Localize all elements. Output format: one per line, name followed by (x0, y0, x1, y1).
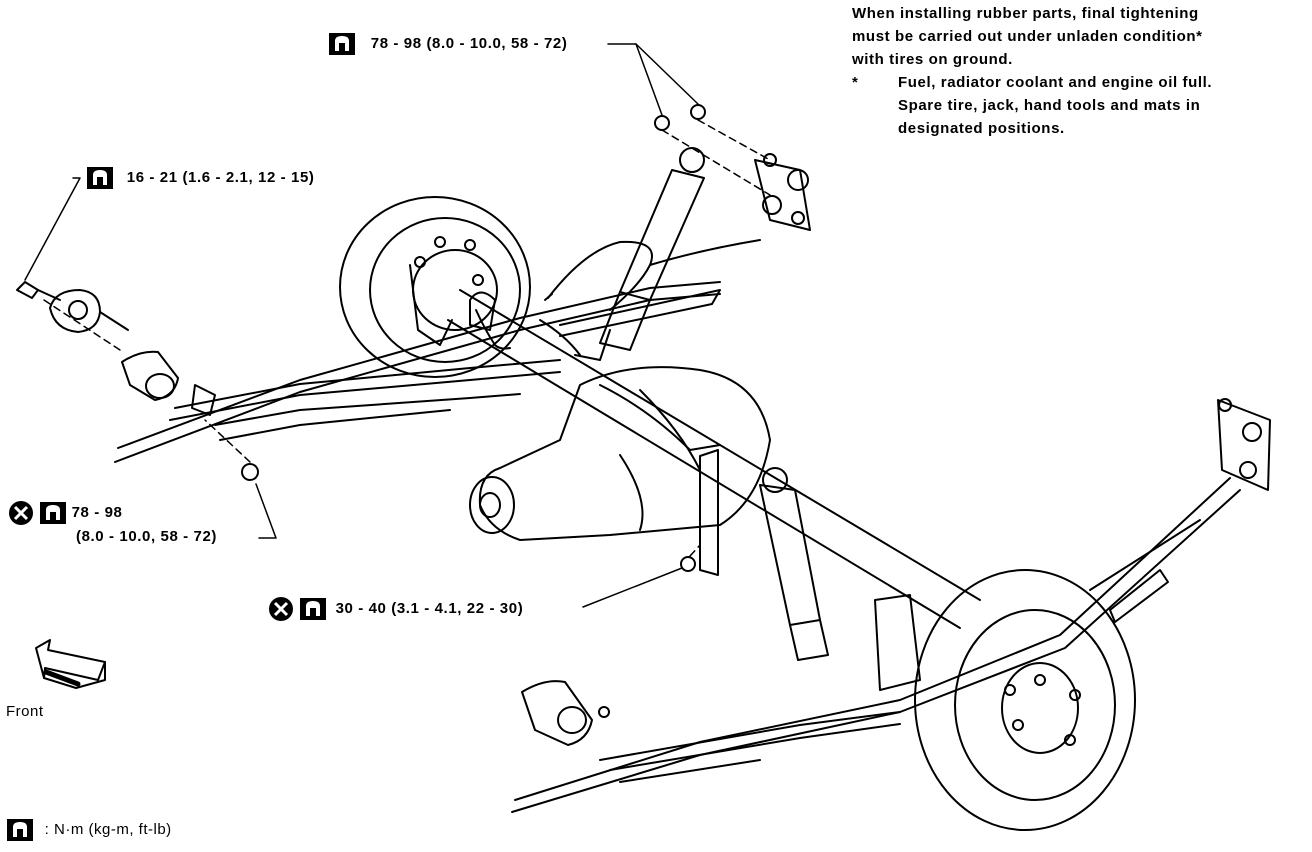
axle-housing (447, 289, 981, 629)
torque-wrench-icon (329, 33, 355, 55)
replace-part-icon (269, 597, 293, 621)
brake-hose (544, 239, 761, 311)
replace-part-icon (9, 501, 33, 525)
left-leaf-spring (114, 281, 721, 463)
right-rear-shackle (1217, 398, 1271, 491)
left-shock-absorber (574, 147, 705, 361)
right-shock-absorber (759, 467, 829, 661)
torque-unit-legend: : N·m (kg-m, ft-lb) (6, 818, 172, 842)
left-front-spring-bracket (16, 281, 129, 333)
left-front-bushing (121, 350, 216, 416)
note-item-3: designated positions. (898, 120, 1065, 137)
torque-callout-front-bracket: 16 - 21 (1.6 - 2.1, 12 - 15) (86, 166, 315, 190)
torque-callout-shock-lower: 30 - 40 (3.1 - 4.1, 22 - 30) (268, 596, 523, 622)
note-item-1: Fuel, radiator coolant and engine oil fu… (898, 74, 1213, 91)
differential-carrier (469, 366, 771, 576)
torque-callout-shackle: 78 - 98 (8.0 - 10.0, 58 - 72) (328, 32, 567, 56)
note-condition-list: * Fuel, radiator coolant and engine oil … (852, 71, 1212, 140)
note-line-2: must be carried out under unladen condit… (852, 28, 1203, 45)
torque-wrench-icon (299, 598, 326, 620)
torque-unit-text: : N·m (kg-m, ft-lb) (44, 820, 172, 838)
note-line-1: When installing rubber parts, final tigh… (852, 5, 1199, 22)
left-brake-drum (339, 196, 531, 378)
installation-note: When installing rubber parts, final tigh… (852, 2, 1212, 140)
note-item-2: Spare tire, jack, hand tools and mats in (898, 97, 1201, 114)
torque-value-u-bolt-nm: 78 - 98 (71, 503, 123, 521)
torque-value-shock-lower: 30 - 40 (3.1 - 4.1, 22 - 30) (335, 599, 524, 617)
left-rear-shackle (754, 153, 811, 231)
torque-callout-u-bolt: 78 - 98 (8, 500, 122, 526)
front-arrow-icon (35, 639, 106, 689)
front-direction-label: Front (6, 703, 44, 720)
torque-value-front-bracket: 16 - 21 (1.6 - 2.1, 12 - 15) (126, 168, 315, 186)
right-brake-drum (874, 569, 1136, 831)
torque-wrench-icon (7, 819, 33, 841)
right-leaf-spring (511, 477, 1241, 813)
torque-value-shackle: 78 - 98 (8.0 - 10.0, 58 - 72) (370, 34, 568, 52)
leader-lines (24, 43, 771, 608)
note-asterisk: * (852, 74, 859, 91)
torque-value-u-bolt-alt: (8.0 - 10.0, 58 - 72) (76, 528, 218, 545)
torque-wrench-icon (87, 167, 113, 189)
note-line-3: with tires on ground. (852, 51, 1013, 68)
torque-wrench-icon (39, 502, 66, 524)
right-front-bushing (521, 680, 610, 746)
